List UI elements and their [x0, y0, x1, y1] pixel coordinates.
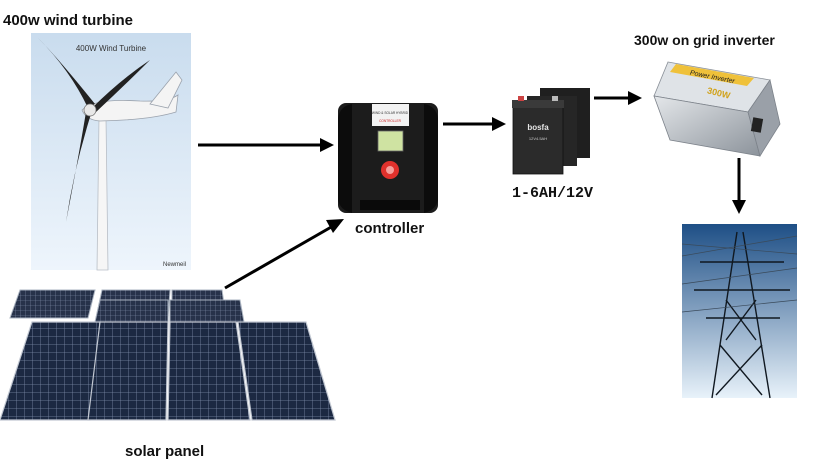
solar-panel-mid: [94, 299, 169, 323]
label-battery: 1-6AH/12V: [512, 185, 594, 202]
turbine-hub: [83, 103, 97, 117]
power-grid-photo: [681, 224, 798, 399]
turbine-tower: [96, 117, 109, 271]
label-turbine: 400w wind turbine: [3, 12, 134, 29]
solar-panels-photo: [0, 289, 336, 421]
battery-brand-text: bosfa: [527, 123, 549, 132]
flow-arrows: [198, 91, 746, 290]
solar-panel-front: [167, 321, 251, 421]
battery-photo: bosfa 12V4.5AH: [512, 88, 590, 175]
inverter-switch: [750, 117, 764, 133]
battery-terminal: [552, 96, 558, 101]
label-solar: solar panel: [125, 443, 205, 460]
solar-panel-front: [87, 321, 169, 421]
arrow-solar-to-controller: [224, 224, 334, 290]
turbine-blade-right: [92, 60, 150, 112]
controller-lcd-screen: [377, 130, 404, 152]
controller-photo: WIND & SOLAR HYBRID CONTROLLER: [338, 103, 438, 213]
controller-header-text: WIND & SOLAR HYBRID: [372, 111, 409, 115]
turbine-tail-fin: [149, 71, 183, 109]
solar-panel-mid: [169, 299, 245, 323]
turbine-brand: Newmeil: [163, 262, 186, 268]
solar-panel-back: [9, 289, 96, 319]
turbine-caption: 400W Wind Turbine: [76, 44, 147, 53]
controller-sub-text: CONTROLLER: [379, 119, 401, 123]
arrowhead: [628, 91, 642, 105]
arrowhead: [732, 200, 746, 214]
label-inverter: 300w on grid inverter: [634, 32, 775, 48]
arrowhead: [326, 219, 344, 233]
label-controller: controller: [355, 220, 425, 237]
solar-panel-front: [237, 321, 336, 421]
arrowhead: [320, 138, 334, 152]
turbine-blade-top: [38, 38, 95, 108]
solar-panel-front: [0, 321, 101, 421]
battery-terminal: [518, 96, 524, 101]
wind-turbine-photo: 400W Wind Turbine Newmeil: [31, 33, 191, 271]
arrowhead: [492, 117, 506, 131]
inverter-photo: Power Inverter 300W: [653, 61, 781, 157]
battery-model-text: 12V4.5AH: [529, 136, 547, 141]
